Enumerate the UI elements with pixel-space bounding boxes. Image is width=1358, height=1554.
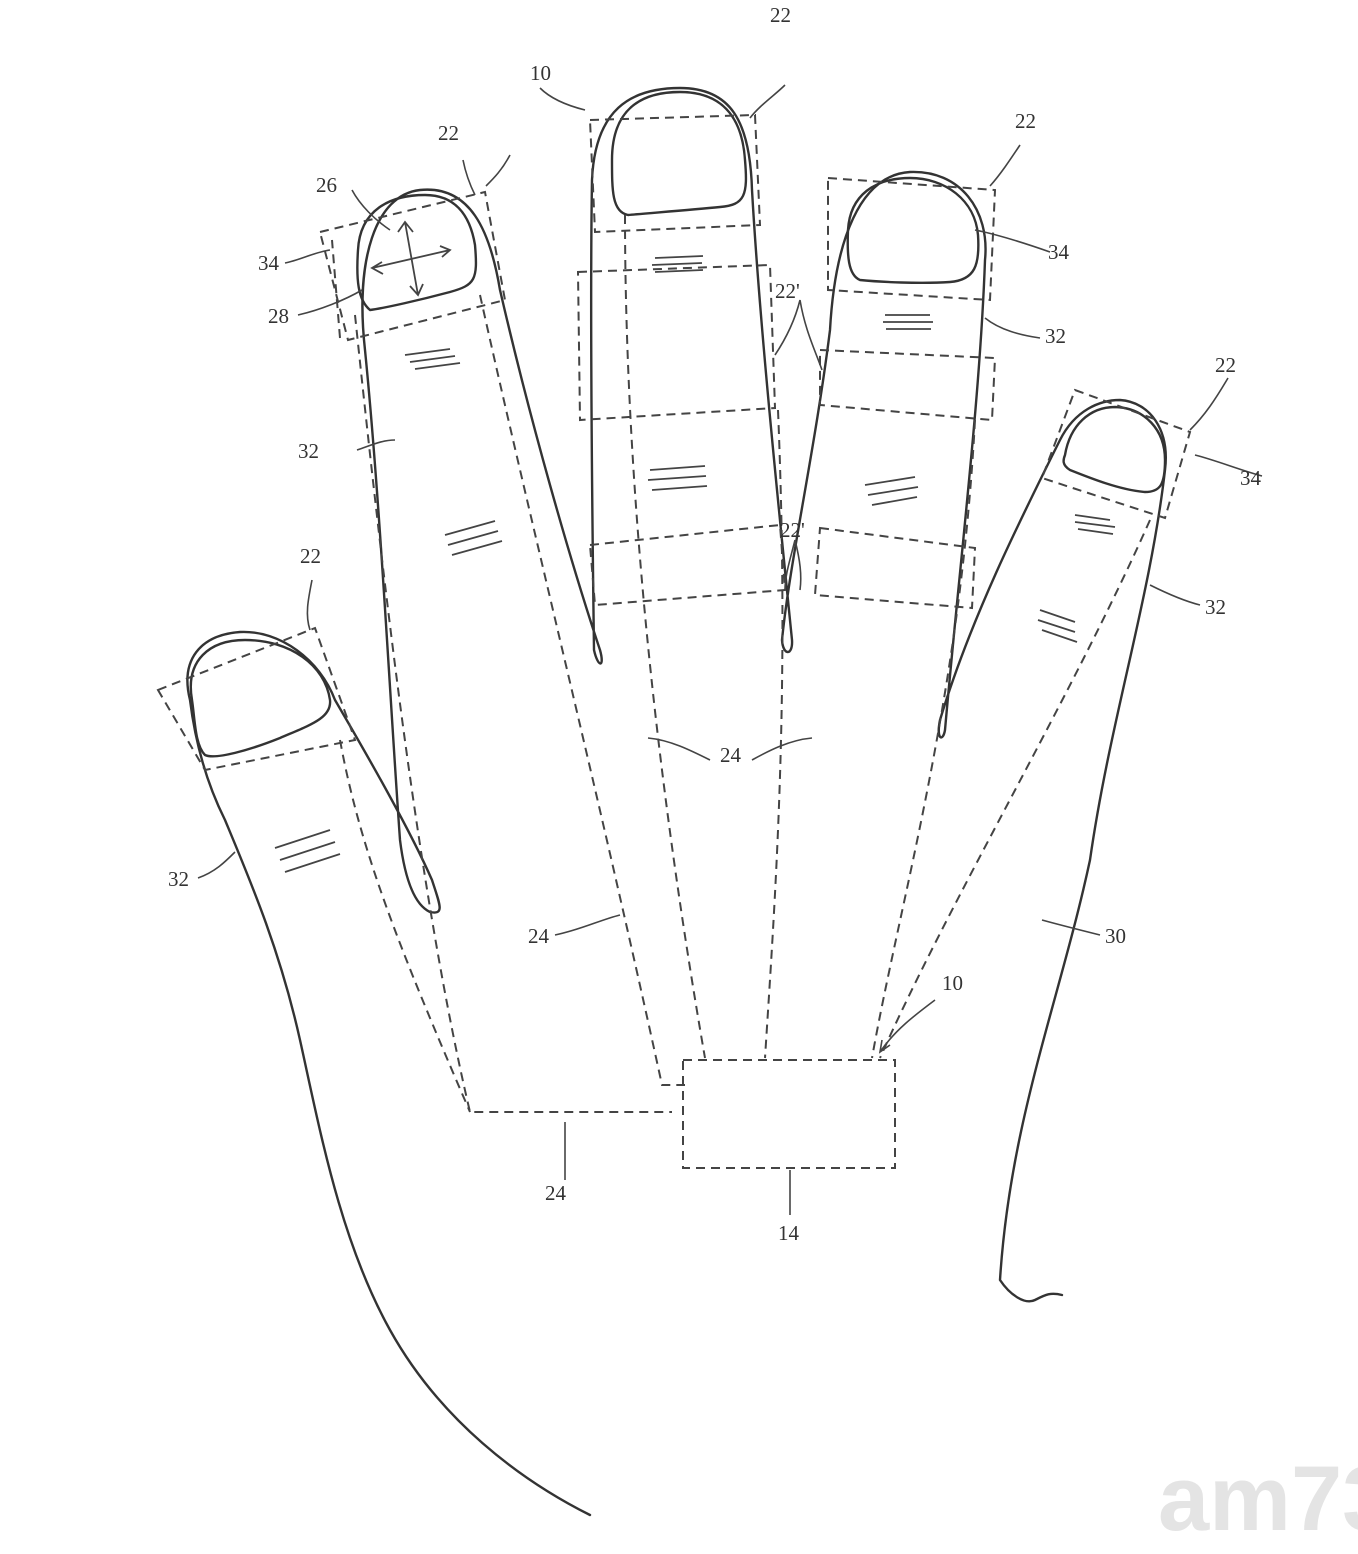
label-28: 28 [268, 304, 289, 328]
signal-lines [339, 214, 1151, 1113]
label-24-index: 24 [528, 924, 550, 948]
label-24-thumb: 24 [545, 1181, 567, 1205]
label-24-middle: 24 [720, 743, 742, 767]
nail-thumb [189, 638, 332, 758]
hand-outline [186, 86, 1167, 1517]
label-22prime-upper: 22' [775, 279, 800, 303]
label-14: 14 [778, 1221, 800, 1245]
label-10-bottom: 10 [942, 971, 963, 995]
nail-index [356, 193, 478, 312]
label-22prime-lower: 22' [780, 518, 805, 542]
direction-arrows-icon [370, 220, 452, 297]
label-34-ring: 34 [1048, 240, 1070, 264]
label-10-top: 10 [530, 61, 551, 85]
nail-pinky [1062, 405, 1167, 494]
label-22-middle: 22 [770, 3, 791, 27]
nail-ring [846, 176, 980, 285]
label-32-thumb: 32 [168, 867, 189, 891]
knuckle-marks [274, 255, 1116, 873]
label-32-index: 32 [298, 439, 319, 463]
label-22-index: 22 [438, 121, 459, 145]
label-32-ring: 32 [1045, 324, 1066, 348]
label-30: 30 [1105, 924, 1126, 948]
label-22-pinky: 22 [1215, 353, 1236, 377]
label-22-ring: 22 [1015, 109, 1036, 133]
nail-middle [610, 90, 748, 217]
label-26: 26 [316, 173, 337, 197]
label-34-pinky: 34 [1240, 466, 1262, 490]
watermark-logo: am730 [1158, 1448, 1358, 1550]
sensor-boxes [156, 113, 1192, 772]
label-34-index: 34 [258, 251, 280, 275]
label-22-thumb: 22 [300, 544, 321, 568]
label-32-pinky: 32 [1205, 595, 1226, 619]
leader-lines [197, 84, 1263, 1216]
control-unit-14 [682, 1059, 896, 1169]
